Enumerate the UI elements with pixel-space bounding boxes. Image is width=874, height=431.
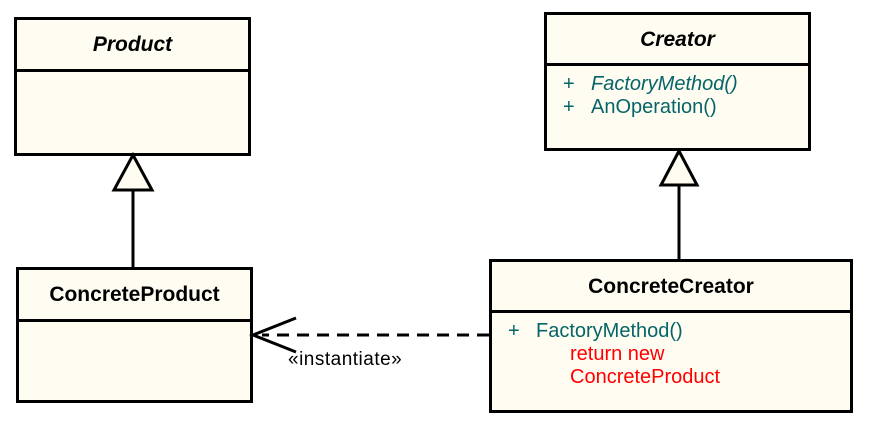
member-label-anoperation: AnOperation() [591,96,717,118]
member-note-line-1: return new [570,343,665,365]
member-label-factorymethod: FactoryMethod() [591,73,738,95]
class-name-compartment-product: Product [17,20,248,72]
class-name-concretecreator: ConcreteCreator [588,274,754,298]
class-name-creator: Creator [640,27,715,51]
class-name-product: Product [92,33,173,56]
class-members-compartment-product [17,72,248,153]
open-arrowhead-icon [248,316,297,354]
class-member-row[interactable]: + FactoryMethod() [492,320,850,343]
class-box-creator[interactable]: Creator + FactoryMethod() + AnOperation(… [544,12,811,151]
relationship-label-instantiate: «instantiate» [288,349,403,370]
member-note-line-2: ConcreteProduct [570,366,721,388]
class-name-concreteproduct: ConcreteProduct [49,283,220,306]
class-box-concreteproduct[interactable]: ConcreteProduct [16,267,253,403]
class-member-row[interactable]: + FactoryMethod() [547,73,808,96]
member-visibility-icon: + [563,73,575,95]
member-label-factorymethod: FactoryMethod() [536,320,683,342]
member-visibility-icon: + [563,96,575,118]
class-name-compartment-concreteproduct: ConcreteProduct [19,270,250,322]
class-member-row[interactable]: + AnOperation() [547,96,808,119]
class-box-concretecreator[interactable]: ConcreteCreator + FactoryMethod() return… [489,259,853,413]
member-visibility-icon: + [508,320,520,342]
hollow-triangle-arrowhead-icon [658,147,700,187]
class-members-compartment-creator: + FactoryMethod() + AnOperation() [547,66,808,148]
dependency-concretecreator-to-concreteproduct[interactable] [248,316,489,354]
class-name-compartment-creator: Creator [547,15,808,66]
generalization-concretecreator-to-creator[interactable] [658,147,700,259]
class-members-compartment-concretecreator: + FactoryMethod() return new ConcretePro… [492,313,850,410]
class-members-compartment-concreteproduct [19,322,250,400]
class-name-compartment-concretecreator: ConcreteCreator [492,262,850,313]
class-box-product[interactable]: Product [14,17,251,156]
generalization-concreteproduct-to-product[interactable] [111,151,155,267]
hollow-triangle-arrowhead-icon [111,151,155,192]
